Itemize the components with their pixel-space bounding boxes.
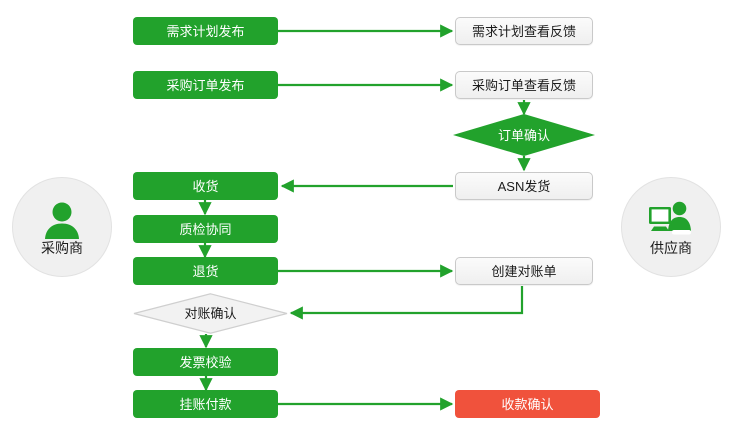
node-label: 需求计划发布	[166, 23, 245, 39]
person-at-computer-icon	[648, 199, 694, 239]
node-label: 采购订单发布	[166, 77, 245, 93]
node-label: 退货	[192, 263, 219, 279]
node-statement-confirm[interactable]: 对账确认	[133, 293, 288, 334]
role-buyer-label: 采购商	[41, 240, 83, 256]
node-label: 收货	[192, 178, 219, 194]
diamond-shape	[453, 114, 595, 156]
node-goods-receipt[interactable]: 收货	[133, 172, 278, 200]
node-label: 创建对账单	[491, 263, 557, 279]
node-label: ASN发货	[497, 178, 551, 194]
role-supplier[interactable]: 供应商	[621, 177, 721, 277]
node-receipt-confirm[interactable]: 收款确认	[455, 390, 600, 418]
node-return-goods[interactable]: 退货	[133, 257, 278, 285]
node-label: 采购订单查看反馈	[471, 77, 576, 93]
node-label: 质检协同	[179, 221, 232, 237]
diamond-shape	[133, 293, 288, 334]
node-label: 收款确认	[501, 396, 554, 412]
node-purchase-order-feedback[interactable]: 采购订单查看反馈	[455, 71, 593, 99]
node-demand-plan-publish[interactable]: 需求计划发布	[133, 17, 278, 45]
node-label: 发票校验	[179, 354, 232, 370]
node-asn-shipment[interactable]: ASN发货	[455, 172, 593, 200]
node-purchase-order-publish[interactable]: 采购订单发布	[133, 71, 278, 99]
node-payable-payment[interactable]: 挂账付款	[133, 390, 278, 418]
node-demand-plan-feedback[interactable]: 需求计划查看反馈	[455, 17, 593, 45]
node-order-confirm[interactable]: 订单确认	[453, 114, 595, 156]
role-buyer[interactable]: 采购商	[12, 177, 112, 277]
node-quality-collaboration[interactable]: 质检协同	[133, 215, 278, 243]
node-label: 订单确认	[497, 127, 550, 143]
role-supplier-label: 供应商	[650, 240, 692, 256]
node-label: 需求计划查看反馈	[471, 23, 576, 39]
edge-statement-confirm	[289, 286, 524, 320]
node-create-statement[interactable]: 创建对账单	[455, 257, 593, 285]
node-label: 挂账付款	[179, 396, 232, 412]
person-icon	[39, 199, 85, 239]
node-label: 对账确认	[184, 306, 237, 321]
node-invoice-verification[interactable]: 发票校验	[133, 348, 278, 376]
